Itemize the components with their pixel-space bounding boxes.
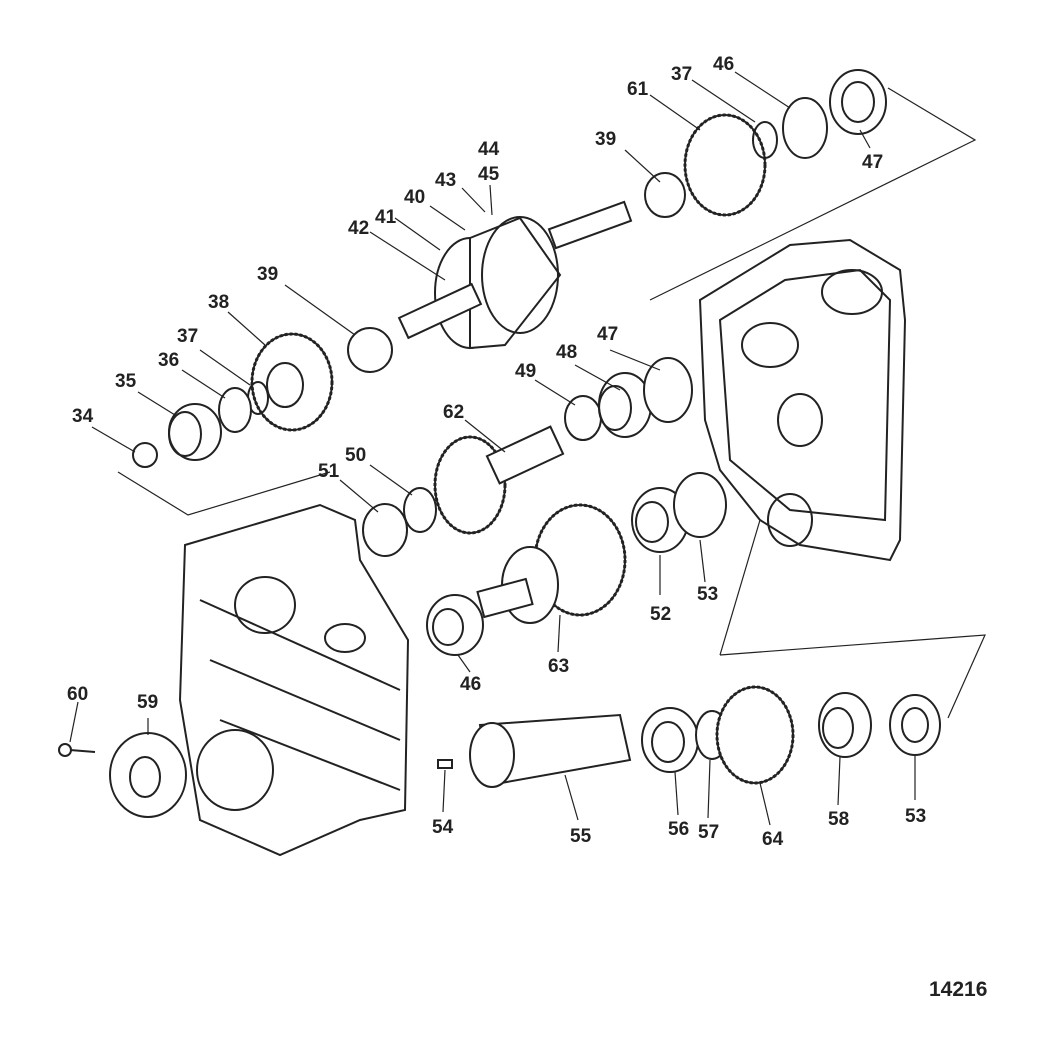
callout-38: 38 xyxy=(208,292,229,313)
callout-63: 63 xyxy=(548,656,569,677)
callout-51: 51 xyxy=(318,461,340,482)
callout-48: 48 xyxy=(556,342,577,363)
phantom-lines xyxy=(117,87,986,719)
gear-61 xyxy=(683,113,767,217)
bearing-46-lower xyxy=(426,594,484,656)
bearing-39-upper xyxy=(644,172,686,218)
cup-35 xyxy=(168,403,222,461)
seal-53-lower xyxy=(889,694,941,756)
bearing-50 xyxy=(403,487,437,533)
callout-50: 50 xyxy=(345,445,366,466)
cup-51 xyxy=(362,503,408,557)
seal-47-middle xyxy=(643,357,693,423)
callout-57: 57 xyxy=(698,822,719,843)
nut-34 xyxy=(132,442,158,468)
cup-48 xyxy=(598,372,652,438)
callout-55: 55 xyxy=(570,826,592,847)
seal-53-middle xyxy=(673,472,727,538)
callout-41: 41 xyxy=(375,207,397,228)
callout-59: 59 xyxy=(137,692,158,713)
front-housing xyxy=(178,503,410,857)
cup-58 xyxy=(818,692,872,758)
callout-53-middle: 53 xyxy=(697,584,718,605)
callout-58: 58 xyxy=(828,809,849,830)
callout-39-upper: 39 xyxy=(595,129,616,150)
callout-49: 49 xyxy=(515,361,536,382)
gear-62 xyxy=(433,425,565,535)
callout-45: 45 xyxy=(478,164,500,185)
callout-53-lower: 53 xyxy=(905,806,926,827)
bearing-46-upper xyxy=(782,97,828,159)
callout-62: 62 xyxy=(443,402,464,423)
callout-61: 61 xyxy=(627,79,649,100)
callout-44: 44 xyxy=(478,139,500,160)
gear-63 xyxy=(476,503,627,624)
callout-labels: 34 35 36 37 38 39 42 41 40 43 44 45 39 6… xyxy=(67,54,926,850)
callout-60: 60 xyxy=(67,684,88,705)
callout-36: 36 xyxy=(158,350,179,371)
rear-housing xyxy=(698,238,907,562)
seal-47-upper xyxy=(829,69,887,135)
callout-35: 35 xyxy=(115,371,137,392)
callout-46-upper: 46 xyxy=(713,54,734,75)
callout-52: 52 xyxy=(650,604,671,625)
cup-56 xyxy=(641,707,699,773)
callout-47-middle: 47 xyxy=(597,324,618,345)
gear-64 xyxy=(715,685,795,785)
callout-64: 64 xyxy=(762,829,784,850)
bearing-36 xyxy=(218,387,252,433)
callout-34: 34 xyxy=(72,406,94,427)
callout-54: 54 xyxy=(432,817,454,838)
pin-54 xyxy=(437,759,453,769)
callout-56: 56 xyxy=(668,819,689,840)
flange-59 xyxy=(109,732,187,818)
callout-46-lower: 46 xyxy=(460,674,481,695)
bolt-60 xyxy=(58,743,96,757)
callout-43: 43 xyxy=(435,170,456,191)
gear-38 xyxy=(250,332,334,432)
callout-37-upper: 37 xyxy=(671,64,692,85)
callout-42: 42 xyxy=(348,218,369,239)
clutch-pack-40 xyxy=(397,200,633,350)
shaft-55 xyxy=(469,713,632,788)
callout-39-lower: 39 xyxy=(257,264,278,285)
drawing-number: 14216 xyxy=(929,978,988,1001)
callout-37-lower: 37 xyxy=(177,326,198,347)
ring-37-upper xyxy=(752,121,778,159)
bearing-39-lower xyxy=(347,327,393,373)
callout-47-upper: 47 xyxy=(862,152,883,173)
callout-40: 40 xyxy=(404,187,425,208)
leader-lines xyxy=(69,71,916,826)
